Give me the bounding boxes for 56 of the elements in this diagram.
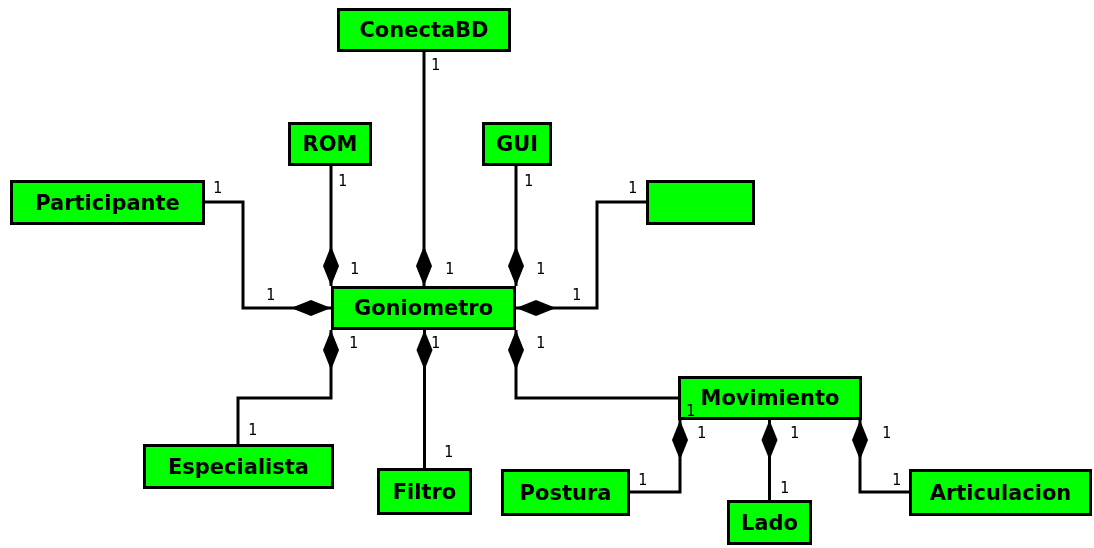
multiplicity-label: 1 [445,262,455,277]
multiplicity-label: 1 [628,181,638,196]
multiplicity-label: 1 [572,288,582,303]
composition-connector [416,52,432,286]
class-name: Filtro [392,479,457,504]
multiplicity-label: 1 [536,336,546,351]
multiplicity-label: 1 [892,473,902,488]
multiplicity-label: 1 [213,181,223,196]
composition-connector [630,420,688,494]
multiplicity-label: 1 [248,423,258,438]
class-box [501,469,630,516]
multiplicity-label: 1 [431,336,441,351]
class-box [331,286,516,330]
composition-connector [205,200,331,316]
class-name: Especialista [167,454,309,479]
class-name: Movimiento [700,386,840,410]
class-name: GUI [495,132,539,156]
composition-connector [852,420,909,494]
class-name: ConectaBD [359,18,489,42]
multiplicity-label: 1 [266,288,276,303]
class-box [143,444,334,489]
class-box [10,180,205,225]
composition-connector [236,330,339,444]
multiplicity-label: 1 [790,426,800,441]
class-box [678,376,862,420]
class-name: Articulacion [929,480,1072,505]
multiplicity-label: 1 [431,58,441,73]
box-shape [646,180,755,225]
class-box [288,122,372,166]
composition-connector [508,166,524,286]
class-name: Lado [741,510,798,535]
class-box [909,469,1092,516]
multiplicity-label: 1 [349,336,359,351]
class-box [727,500,812,545]
class-name: Goniometro [353,296,494,320]
multiplicity-label: 1 [350,262,360,277]
class-name: Postura [519,480,612,505]
composition-connector [508,330,678,400]
composition-connector [761,420,778,500]
class-name: Participante [35,190,180,215]
composition-connector [323,166,339,286]
class-box [377,468,472,515]
class-box [337,8,511,52]
multiplicity-label: 1 [638,473,648,488]
multiplicity-label: 1 [882,426,892,441]
multiplicity-label: 1 [338,174,348,189]
composition-connector [416,330,433,468]
class-name: ROM [302,132,358,156]
multiplicity-label: 1 [524,174,534,189]
multiplicity-label: 1 [536,262,546,277]
multiplicity-label: 1 [697,426,707,441]
multiplicity-label: 1 [444,445,454,460]
class-box [482,122,552,166]
multiplicity-label: 1 [780,481,790,496]
multiplicity-label: 1 [686,404,696,419]
composition-connector [516,200,646,316]
